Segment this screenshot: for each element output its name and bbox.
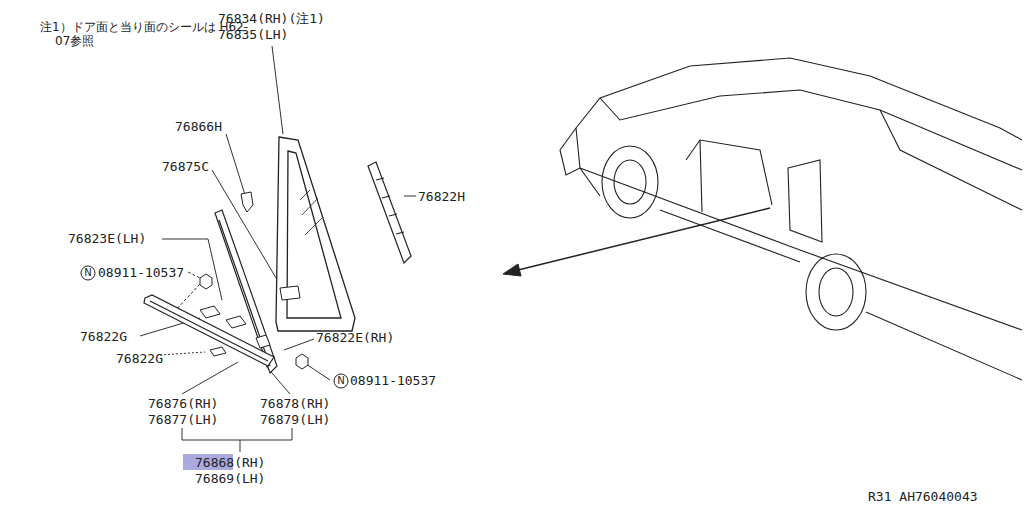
quarter-glass — [276, 137, 355, 331]
car-sketch — [819, 268, 853, 316]
callout-number: 76822E(RH) — [316, 331, 394, 346]
callout-number: 08911-10537 — [350, 374, 436, 389]
clip — [226, 316, 246, 328]
clip — [241, 192, 253, 212]
callout-number: 76866H — [175, 120, 222, 135]
symbol-letter: N — [84, 268, 92, 278]
nut-symbol — [81, 266, 348, 388]
callout-number: 08911-10537 — [98, 266, 184, 281]
leader-line — [160, 352, 205, 355]
car-sketch — [600, 90, 1022, 170]
car-sketch — [580, 168, 1022, 330]
leader-line — [226, 134, 246, 198]
leader-line — [182, 428, 292, 440]
pointer-arrow — [503, 208, 770, 276]
callout-number: 76822G — [116, 352, 163, 367]
car-sketch — [560, 58, 1022, 380]
car-sketch — [614, 160, 646, 204]
leader-line — [188, 272, 200, 278]
nut-symbol — [81, 266, 95, 280]
clip — [210, 347, 226, 356]
callout-number: 76869(LH) — [195, 472, 265, 487]
car-sketch — [806, 254, 866, 330]
quarter-glass — [276, 137, 355, 331]
pointer-arrow — [503, 264, 521, 276]
quarter-glass — [300, 190, 322, 235]
clip — [200, 306, 220, 318]
callout-number: 76834(RH)(注1) — [218, 12, 325, 27]
leader-line — [284, 339, 314, 350]
pointer-arrow — [514, 208, 770, 271]
car-sketch — [686, 140, 772, 205]
leader-line — [240, 440, 241, 452]
car-sketch — [560, 128, 580, 175]
clip — [256, 335, 270, 348]
car-sketch — [788, 160, 822, 242]
leader-line — [182, 362, 238, 394]
callout-number: 76835(LH) — [218, 28, 288, 43]
symbol-letter: N — [337, 376, 345, 386]
car-sketch — [880, 110, 1022, 210]
car-sketch — [576, 58, 1022, 140]
callout-number: 76822H — [418, 190, 465, 205]
car-sketch — [576, 128, 1022, 380]
molding — [144, 210, 277, 373]
callout-number: 76822G — [80, 330, 127, 345]
callout-number: 76823E(LH) — [68, 232, 146, 247]
molding — [144, 295, 274, 366]
clip — [200, 192, 300, 356]
leader-line — [272, 46, 283, 134]
car-sketch — [602, 146, 658, 218]
leader-line — [404, 196, 416, 197]
weatherstrip — [368, 162, 411, 263]
nut-symbol — [334, 374, 348, 388]
leader-line — [140, 46, 416, 452]
callout-number: 76878(RH) — [260, 397, 330, 412]
weatherstrip — [368, 162, 411, 263]
callout-number: 76879(LH) — [260, 413, 330, 428]
callout-number: 76876(RH) — [148, 397, 218, 412]
leader-line — [306, 364, 330, 380]
callout-number: 76875C — [162, 160, 209, 175]
car-sketch — [700, 140, 702, 212]
figure-code: R31 AH76040043 — [868, 490, 978, 505]
nut-symbol — [296, 354, 308, 369]
nut-symbol — [200, 274, 212, 289]
callout-number: 76868(RH) — [195, 456, 265, 471]
clip — [280, 286, 300, 300]
weatherstrip — [376, 178, 404, 234]
callout-number: 76877(LH) — [148, 413, 218, 428]
molding — [150, 301, 268, 361]
